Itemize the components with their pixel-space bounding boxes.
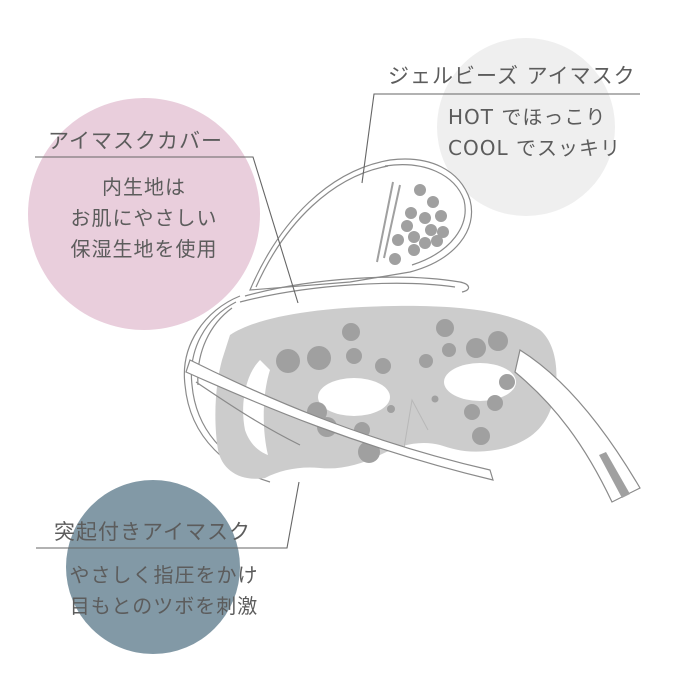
cover-circle — [28, 98, 260, 330]
cover-leader-line — [35, 156, 299, 304]
acupressure-circle — [66, 480, 240, 654]
strap-icon — [185, 349, 641, 503]
mask-body-icon — [215, 305, 557, 479]
cover-callout-title: アイマスクカバー — [48, 129, 223, 153]
gel-pack-icon — [249, 158, 473, 291]
acupressure-desc-line-1: やさしく指圧をかけ — [69, 563, 259, 587]
gel-beads-icon — [376, 181, 449, 265]
acupressure-callout-title: 突起付きアイマスク — [54, 520, 251, 544]
gel-desc-line-1: HOT でほっこり — [448, 105, 607, 129]
gel-desc-line-2: COOL でスッキリ — [448, 136, 621, 160]
cover-callout-desc: 内生地は お肌にやさしい 保湿生地を使用 — [44, 172, 244, 265]
cover-desc-line-2: お肌にやさしい — [70, 206, 218, 230]
gel-callout-title: ジェルビーズ アイマスク — [388, 64, 636, 88]
cover-desc-line-1: 内生地は — [102, 175, 186, 199]
gel-callout-desc: HOT でほっこり COOL でスッキリ — [448, 102, 621, 164]
cover-desc-line-3: 保湿生地を使用 — [70, 237, 218, 261]
acupressure-callout-desc: やさしく指圧をかけ 目もとのツボを刺激 — [44, 560, 284, 622]
gel-leader-line — [361, 93, 640, 184]
gel-circle — [437, 38, 615, 216]
acupressure-desc-line-2: 目もとのツボを刺激 — [69, 594, 259, 618]
acupressure-leader-line — [36, 481, 300, 549]
